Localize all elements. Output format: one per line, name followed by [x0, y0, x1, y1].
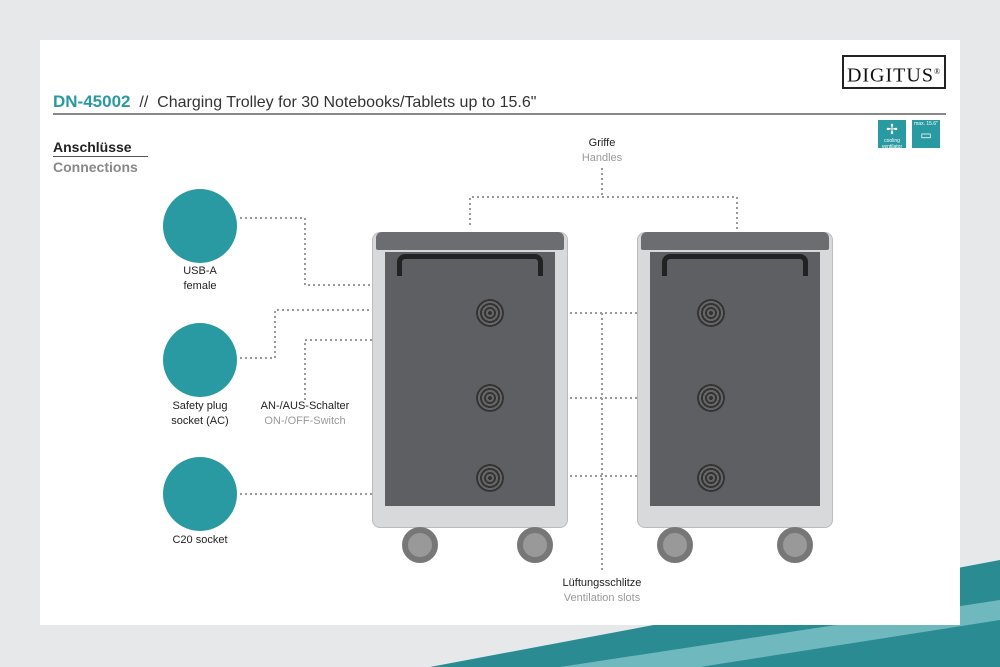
safety-plug-icon — [163, 323, 237, 397]
trolley-front — [372, 232, 568, 563]
laptop-badge-icon: max. 15.6"▭ — [912, 120, 940, 148]
title-divider — [53, 113, 946, 115]
c20-socket-icon — [163, 457, 237, 531]
c20-label: C20 socket — [172, 534, 228, 546]
section-divider — [53, 156, 148, 157]
page-title: DN-45002 // Charging Trolley for 30 Note… — [53, 92, 537, 111]
usb-a-icon — [163, 189, 237, 263]
fan-badge-icon: ✢cooling ventilator — [878, 120, 906, 150]
digitus-logo: DIGITUS® — [842, 55, 946, 89]
section-title-en: Connections — [53, 159, 138, 175]
trolley-back — [637, 232, 833, 563]
section-title-de: Anschlüsse — [53, 139, 132, 155]
